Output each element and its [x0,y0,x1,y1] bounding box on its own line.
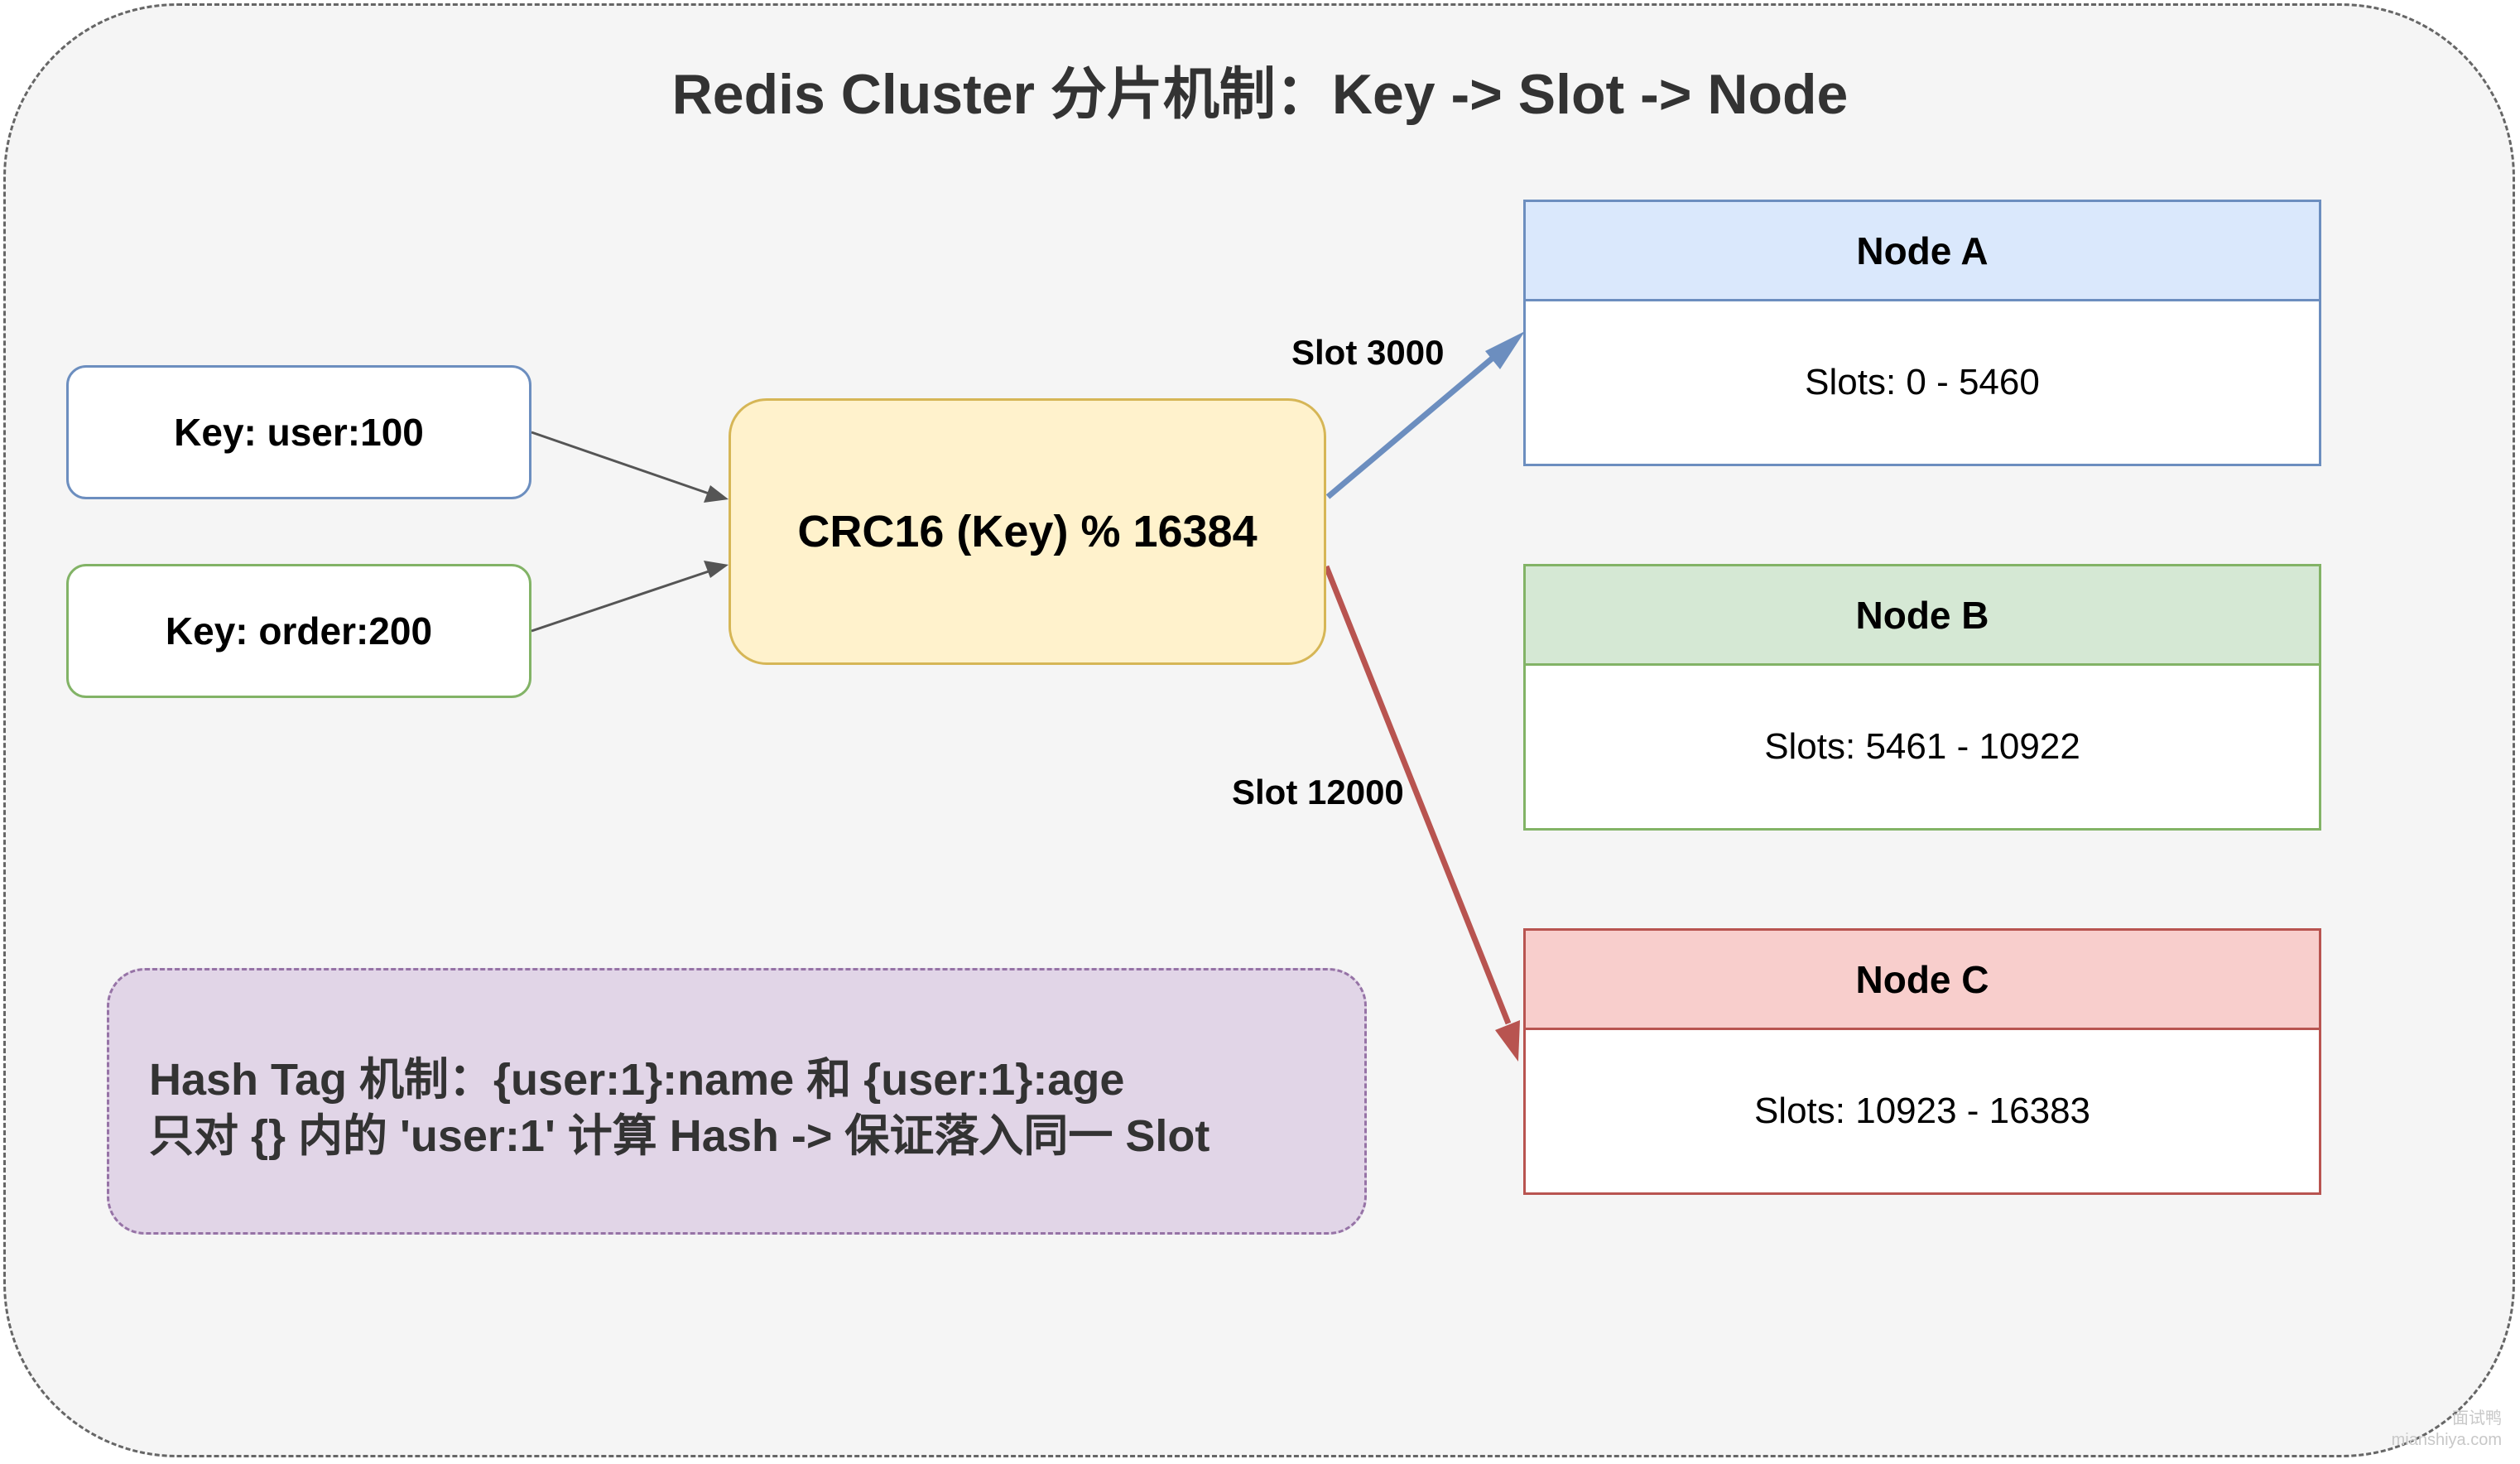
watermark-line-2: mianshiya.com [2391,1431,2502,1449]
hash-tag-line-1: Hash Tag 机制：{user:1}:name 和 {user:1}:age [149,1055,1125,1105]
edge-label-slot-3000: Slot 3000 [1291,333,1445,372]
watermark: 面试鸭 mianshiya.com [2392,1408,2502,1451]
node-a-header: Node A [1526,202,2319,301]
node-c-box: Node C Slots: 10923 - 16383 [1523,928,2321,1195]
node-b-slots: Slots: 5461 - 10922 [1764,726,2080,767]
node-c-header: Node C [1526,931,2319,1030]
key-user-box: Key: user:100 [66,365,531,499]
hash-tag-line-2: 只对 {} 内的 'user:1' 计算 Hash -> 保证落入同一 Slot [149,1111,1210,1161]
diagram-title: Redis Cluster 分片机制：Key -> Slot -> Node [671,63,1849,126]
node-a-slots: Slots: 0 - 5460 [1805,362,2040,402]
hash-tag-note: Hash Tag 机制：{user:1}:name 和 {user:1}:age… [107,968,1367,1235]
node-a-box: Node A Slots: 0 - 5460 [1523,200,2321,466]
node-b-header: Node B [1526,566,2319,666]
watermark-line-1: 面试鸭 [2452,1409,2502,1428]
node-b-box: Node B Slots: 5461 - 10922 [1523,564,2321,831]
edge-label-slot-12000: Slot 12000 [1232,773,1404,811]
key-order-box: Key: order:200 [66,564,531,698]
node-c-slots: Slots: 10923 - 16383 [1753,1091,2091,1131]
hash-function-box: CRC16 (Key) % 16384 [729,398,1326,665]
